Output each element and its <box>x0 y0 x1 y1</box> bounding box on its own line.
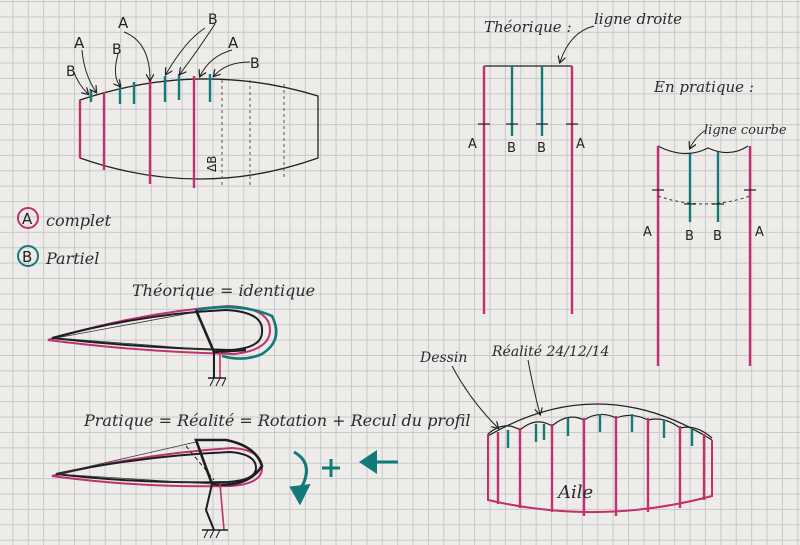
wing-label-b2: B <box>112 42 122 58</box>
wing-label-a3: A <box>228 34 239 52</box>
theory-title: Théorique : <box>484 18 572 36</box>
profile-practice-caption: Pratique = Réalité = Rotation + Recul du… <box>83 411 471 430</box>
profile-theory-caption: Théorique = identique <box>132 281 315 300</box>
theory-label-a-right: A <box>576 137 585 152</box>
practice-note: ligne courbe <box>704 123 787 138</box>
legend-a-letter: A <box>22 210 33 228</box>
label-aile: Aile <box>556 482 593 503</box>
profile-practice: Pratique = Réalité = Rotation + Recul du… <box>51 411 471 539</box>
wing-final-design-outline <box>487 403 713 441</box>
wing-label-a2: A <box>118 14 129 32</box>
legend-a-circle <box>17 207 39 229</box>
practice-label-b-right: B <box>713 229 722 244</box>
theory-label-b-right: B <box>537 141 546 156</box>
plus-sign-icon <box>322 459 340 477</box>
theory-note: ligne droite <box>594 10 682 28</box>
theory-panel: Théorique : ligne droite A B B A <box>468 10 682 314</box>
profile-theory: Théorique = identique <box>47 281 315 387</box>
wing-label-b4: B <box>250 56 260 72</box>
legend: A complet B Partiel <box>17 207 112 268</box>
practice-label-b-left: B <box>685 229 694 244</box>
theory-label-a-left: A <box>468 137 477 152</box>
wing-a-lines <box>78 76 196 188</box>
wing-sketch: A B A B B A B ΔB <box>66 12 319 188</box>
wing-final-a-lines <box>496 416 706 516</box>
legend-a-text: complet <box>46 211 112 230</box>
practice-title: En pratique : <box>653 78 754 96</box>
legend-b-letter: B <box>22 248 32 266</box>
label-realite: Réalité 24/12/14 <box>491 344 609 360</box>
wing-final: Dessin Réalité 24/12/14 Aile <box>419 344 713 516</box>
legend-b-text: Partiel <box>45 249 99 268</box>
wing-delta-note: ΔB <box>205 156 219 172</box>
wing-outline <box>79 78 319 180</box>
wing-final-bottom <box>487 434 713 514</box>
practice-curve <box>657 145 749 155</box>
label-dessin: Dessin <box>419 350 467 366</box>
practice-label-a-left: A <box>643 225 652 240</box>
rotation-arrow-icon <box>289 450 311 506</box>
practice-panel: En pratique : ligne courbe A B B A <box>643 78 787 366</box>
wing-b-lines <box>89 74 212 104</box>
wing-label-a1: A <box>74 34 85 52</box>
practice-label-a-right: A <box>755 225 764 240</box>
wing-label-b1: B <box>66 64 76 80</box>
wing-label-b3: B <box>208 12 218 28</box>
theory-label-b-left: B <box>507 141 516 156</box>
legend-b-circle <box>17 245 39 267</box>
wing-final-b-lines <box>506 414 694 448</box>
